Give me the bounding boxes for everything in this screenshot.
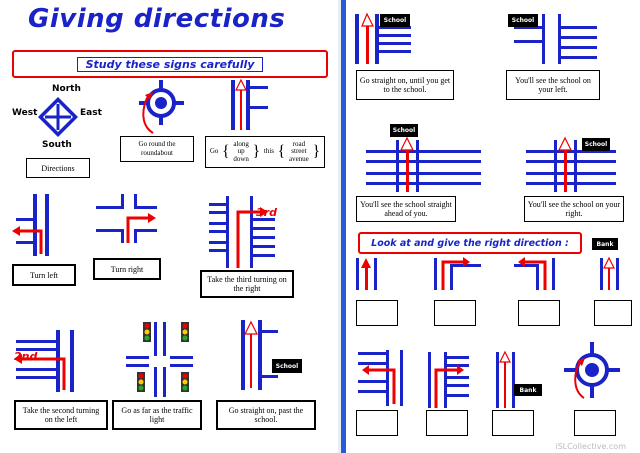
caption-traffic-light: Go as far as the traffic light bbox=[112, 400, 202, 430]
caption-go-along: Go { along up down } this { road street … bbox=[205, 136, 325, 168]
exercise-banner: Look at and give the right direction : bbox=[358, 232, 582, 254]
answer-box-6[interactable] bbox=[426, 410, 468, 436]
bank-sign-top: Bank bbox=[592, 238, 618, 250]
school-left-icon bbox=[514, 14, 597, 64]
left-diagrams bbox=[12, 78, 278, 397]
exercise-second-left-icon bbox=[358, 350, 403, 406]
compass-east-label: East bbox=[80, 108, 102, 118]
watermark: iSLCollective.com bbox=[555, 442, 626, 451]
exercise-arrow-straight-icon bbox=[356, 258, 377, 290]
caption-past-school: Go straight on, past the school. bbox=[216, 400, 316, 430]
exercise-bank-straight-icon bbox=[600, 256, 619, 290]
go-word: Go bbox=[209, 147, 219, 156]
caption-third-turning: Take the third turning on the right bbox=[200, 270, 294, 298]
school-sign-ahead: School bbox=[390, 124, 418, 137]
exercise-turn-left-icon bbox=[514, 257, 555, 290]
caption-until-school: Go straight on, until you get to the sch… bbox=[356, 70, 454, 100]
answer-box-8[interactable] bbox=[574, 410, 616, 436]
second-turning-icon bbox=[14, 330, 74, 392]
this-word: this bbox=[263, 147, 274, 156]
option-along: along bbox=[233, 139, 249, 148]
school-sign-right: School bbox=[582, 138, 610, 151]
page-title: Giving directions bbox=[28, 4, 286, 34]
right-diagrams bbox=[355, 12, 620, 408]
caption-school-left: You'll see the school on your left. bbox=[506, 70, 600, 100]
answer-box-7[interactable] bbox=[492, 410, 534, 436]
roundabout-icon bbox=[139, 80, 184, 134]
traffic-light-icon bbox=[126, 322, 193, 397]
right-worksheet-page: School School School School Go straight … bbox=[346, 0, 640, 453]
school-ahead-icon bbox=[366, 136, 481, 192]
answer-box-4[interactable] bbox=[594, 300, 632, 326]
answer-box-1[interactable] bbox=[356, 300, 398, 326]
road-icon bbox=[231, 78, 268, 130]
option-avenue: avenue bbox=[288, 154, 309, 163]
third-mark: 3rd bbox=[256, 206, 277, 219]
answer-box-5[interactable] bbox=[356, 410, 398, 436]
caption-school-right: You'll see the school on your right. bbox=[524, 196, 624, 222]
third-turning-icon bbox=[209, 196, 275, 268]
second-mark: 2nd bbox=[14, 350, 38, 363]
caption-school-ahead: You'll see the school straight ahead of … bbox=[356, 196, 456, 222]
instruction-text: Study these signs carefully bbox=[76, 56, 264, 72]
school-sign-until: School bbox=[380, 14, 410, 27]
exercise-turn-right-icon bbox=[434, 257, 481, 290]
turn-right-icon bbox=[96, 194, 157, 243]
compass-west-label: West bbox=[12, 108, 38, 118]
caption-second-turning: Take the second turning on the left bbox=[14, 400, 108, 430]
exercise-bank-road-icon bbox=[496, 350, 515, 408]
bank-sign-bottom: Bank bbox=[514, 384, 542, 396]
option-street: street bbox=[291, 147, 307, 156]
option-down: down bbox=[233, 154, 249, 163]
option-up: up bbox=[237, 147, 245, 156]
compass-north-label: North bbox=[52, 84, 81, 94]
compass-south-label: South bbox=[42, 140, 72, 150]
answer-box-2[interactable] bbox=[434, 300, 476, 326]
exercise-roundabout-icon bbox=[564, 342, 620, 399]
until-school-icon bbox=[355, 12, 411, 64]
left-worksheet-page: Giving directions Study these signs care… bbox=[0, 0, 341, 453]
turn-left-icon bbox=[12, 194, 49, 256]
caption-directions: Directions bbox=[26, 158, 90, 178]
school-right-icon bbox=[526, 136, 616, 192]
compass-icon bbox=[38, 97, 78, 137]
answer-box-3[interactable] bbox=[518, 300, 560, 326]
caption-roundabout: Go round the roundabout bbox=[120, 136, 194, 162]
school-sign-left: School bbox=[508, 14, 538, 27]
past-school-icon bbox=[241, 320, 278, 390]
option-road: road bbox=[292, 139, 306, 148]
school-sign: School bbox=[272, 359, 302, 373]
caption-turn-right: Turn right bbox=[93, 258, 161, 280]
exercise-third-right-icon bbox=[428, 352, 469, 408]
caption-turn-left: Turn left bbox=[12, 264, 76, 286]
instruction-banner: Study these signs carefully bbox=[12, 50, 328, 78]
